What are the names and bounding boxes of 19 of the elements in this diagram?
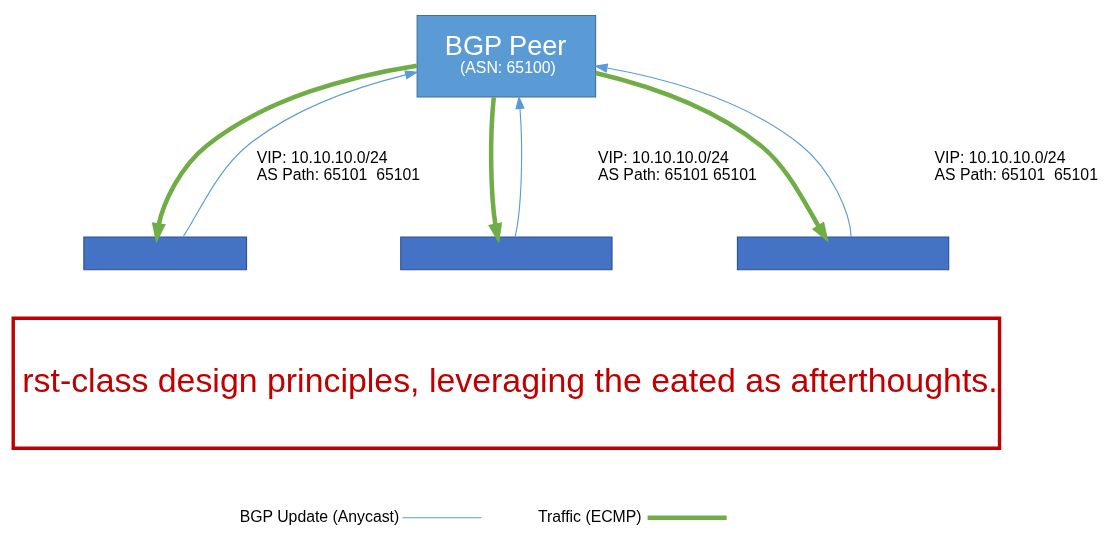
label: AS Path: 65101 65101 xyxy=(597,165,757,183)
arrow xyxy=(488,97,503,244)
label: VIP: 10.10.10.0/24 xyxy=(934,148,1066,166)
label: VIP: 10.10.10.0/24 xyxy=(597,148,729,166)
node-box xyxy=(400,236,613,271)
arrow xyxy=(595,70,829,243)
label: AS Path: 65101 65101 xyxy=(934,165,1098,183)
arrow xyxy=(151,63,418,244)
node-box: BGP Peer (ASN: 65100) xyxy=(416,14,597,98)
label: AS Path: 65101 65101 xyxy=(256,165,421,183)
arrow xyxy=(514,95,525,238)
legend-label: Traffic (ECMP) xyxy=(538,507,642,525)
node-box xyxy=(83,236,248,271)
node-box: rst-class design principles, leveraging the eated as afterthoughts. xyxy=(11,316,1002,450)
arrow xyxy=(594,63,852,238)
label: VIP: 10.10.10.0/24 xyxy=(256,148,388,166)
node-box xyxy=(736,236,950,271)
legend-label: BGP Update (Anycast) xyxy=(239,507,400,525)
arrow xyxy=(182,70,419,238)
